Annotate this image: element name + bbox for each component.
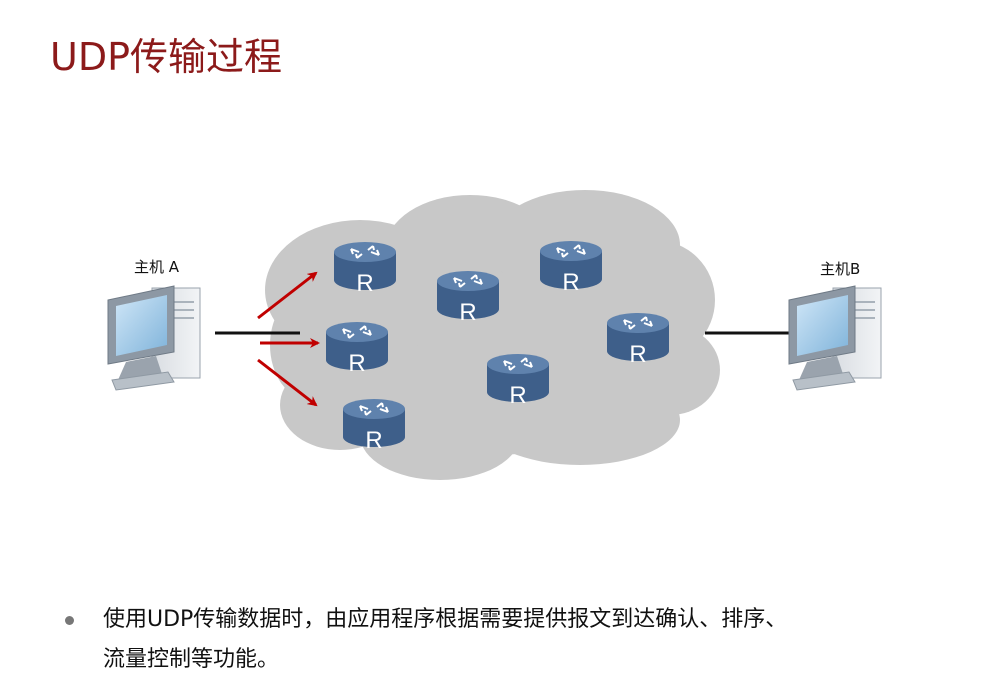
router-4: R [325, 321, 389, 377]
host-a [107, 285, 201, 391]
router-letter: R [459, 299, 476, 326]
host-b [788, 285, 882, 391]
bullet-point: 使用UDP传输数据时，由应用程序根据需要提供报文到达确认、排序、 流量控制等功能… [65, 600, 945, 680]
router-letter: R [356, 270, 373, 297]
router-letter: R [629, 341, 646, 368]
router-3: R [539, 240, 603, 296]
host-a-label: 主机 A [134, 258, 180, 276]
host-b-label: 主机B [820, 260, 860, 278]
bullet-icon [65, 616, 74, 625]
router-7: R [342, 398, 406, 454]
arrow-to-router-top [257, 271, 318, 320]
router-letter: R [365, 427, 382, 454]
router-letter: R [348, 350, 365, 377]
router-1: R [333, 241, 397, 297]
router-letter: R [562, 269, 579, 296]
bullet-text: 使用UDP传输数据时，由应用程序根据需要提供报文到达确认、排序、 流量控制等功能… [103, 607, 788, 672]
router-2: R [436, 270, 500, 326]
slide-title: UDP传输过程 [50, 35, 282, 79]
router-letter: R [509, 382, 526, 409]
router-5: R [606, 312, 670, 368]
arrow-to-router-bottom [257, 358, 318, 407]
router-6: R [486, 353, 550, 409]
